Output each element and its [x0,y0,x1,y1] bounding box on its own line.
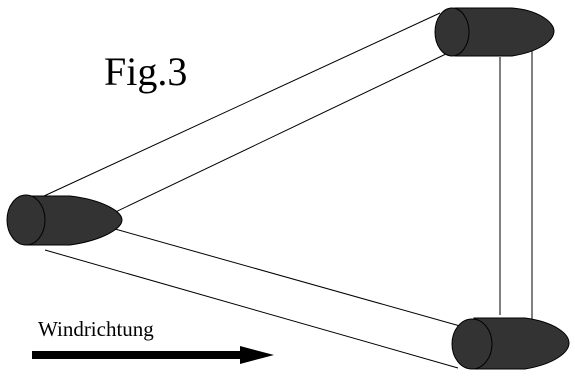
pod-bottom-right [451,317,570,370]
strut-line [43,12,441,197]
strut-line [104,52,449,218]
strut-right-vertical [499,46,533,322]
pod-rear-face [434,7,470,57]
pod-body [26,195,123,246]
arrow-shaft [32,351,244,359]
pod-rear-face [6,194,46,246]
wind-arrow [32,346,274,364]
strut-line [44,249,459,369]
wind-direction-label: Windrichtung [38,317,154,341]
strut-left-bottom [44,228,461,369]
pod-body [454,7,555,57]
figure-title: Fig.3 [104,49,188,94]
pod-rear-face [451,318,493,370]
pod-body [473,317,570,370]
strut-line [114,228,461,327]
pod-left [6,194,123,246]
pod-top-right [434,7,555,57]
strut-left-top [43,12,449,218]
arrow-head [240,346,274,364]
